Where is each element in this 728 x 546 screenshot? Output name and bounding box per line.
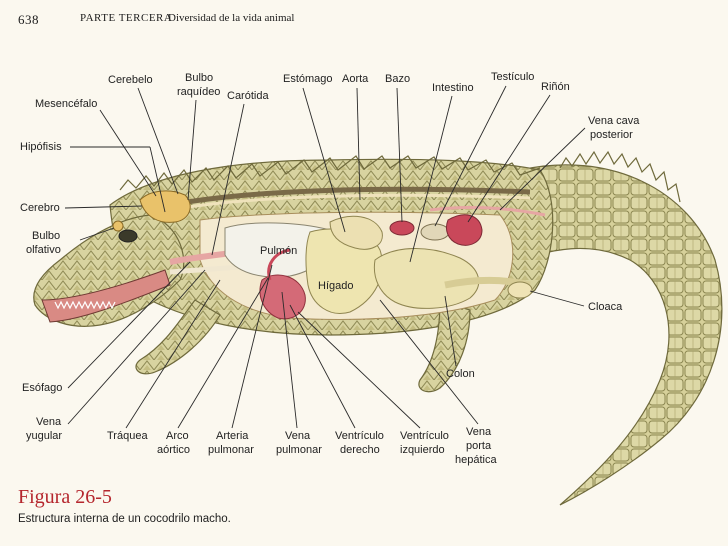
front-leg — [135, 299, 221, 375]
label-ventriculo-izquierdo-1: Ventrículo — [400, 430, 449, 442]
label-bulbo-olfativo-1: Bulbo — [32, 230, 60, 242]
label-mesencefalo: Mesencéfalo — [35, 98, 97, 110]
mouth — [41, 269, 171, 323]
label-pulmon: Pulmón — [260, 245, 297, 257]
part-title: PARTE TERCERA — [80, 12, 173, 24]
page-header: 638 PARTE TERCERA Diversidad de la vida … — [18, 10, 718, 32]
label-carotida: Carótida — [227, 90, 269, 102]
olfactory-bulb — [112, 220, 124, 232]
figure-title: Figura 26-5 — [18, 486, 112, 508]
label-vena-pulmonar-2: pulmonar — [276, 444, 322, 456]
cloaca — [507, 281, 533, 299]
label-vena-porta-1: Vena — [466, 426, 492, 438]
label-higado: Hígado — [318, 280, 353, 292]
label-ventriculo-izquierdo-2: izquierdo — [400, 444, 445, 456]
kidney — [445, 214, 483, 246]
label-vena-yugular-1: Vena — [36, 416, 62, 428]
label-colon: Colon — [446, 368, 475, 380]
label-bulbo-raquideo-2: raquídeo — [177, 86, 220, 98]
label-cloaca: Cloaca — [588, 301, 623, 313]
hind-leg — [418, 299, 471, 393]
leader-lines — [64, 85, 586, 429]
label-bazo: Bazo — [385, 73, 410, 85]
label-cerebro: Cerebro — [20, 202, 60, 214]
eye — [118, 229, 138, 243]
label-arteria-pulmonar-2: pulmonar — [208, 444, 254, 456]
page-number: 638 — [18, 12, 39, 27]
spleen — [389, 220, 415, 236]
label-aorta: Aorta — [342, 73, 369, 85]
label-arco-aortico-1: Arco — [166, 430, 189, 442]
label-vena-porta-2: porta — [466, 440, 492, 452]
label-arco-aortico-2: aórtico — [157, 444, 190, 456]
teeth — [54, 300, 116, 310]
label-arteria-pulmonar-1: Arteria — [216, 430, 249, 442]
label-rinon: Riñón — [541, 81, 570, 93]
label-ventriculo-derecho-1: Ventrículo — [335, 430, 384, 442]
label-estomago: Estómago — [283, 73, 333, 85]
label-vena-pulmonar-1: Vena — [285, 430, 311, 442]
spinal-cord — [169, 193, 531, 212]
label-vena-porta-3: hepática — [455, 454, 497, 466]
testis — [420, 223, 450, 241]
label-intestino: Intestino — [432, 82, 474, 94]
label-vena-cava-2: posterior — [590, 129, 633, 141]
section-title: Diversidad de la vida animal — [168, 12, 295, 24]
label-testiculo: Testículo — [491, 71, 534, 83]
dorsal-crest — [119, 155, 541, 191]
tail-crest — [559, 150, 681, 203]
label-esofago: Esófago — [22, 382, 62, 394]
figure-caption: Estructura interna de un cocodrilo macho… — [18, 513, 231, 525]
label-bulbo-olfativo-2: olfativo — [26, 244, 61, 256]
label-ventriculo-derecho-2: derecho — [340, 444, 380, 456]
spinal-column — [169, 186, 531, 208]
label-cerebelo: Cerebelo — [108, 74, 153, 86]
posterior-vena-cava — [429, 206, 546, 217]
intestine — [373, 248, 480, 309]
label-vena-cava-1: Vena cava — [588, 115, 640, 127]
label-traquea: Tráquea — [107, 430, 148, 442]
label-hipofisis: Hipófisis — [20, 141, 62, 153]
label-bulbo-raquideo-1: Bulbo — [185, 72, 213, 84]
label-vena-yugular-2: yugular — [26, 430, 62, 442]
tail — [519, 164, 723, 506]
